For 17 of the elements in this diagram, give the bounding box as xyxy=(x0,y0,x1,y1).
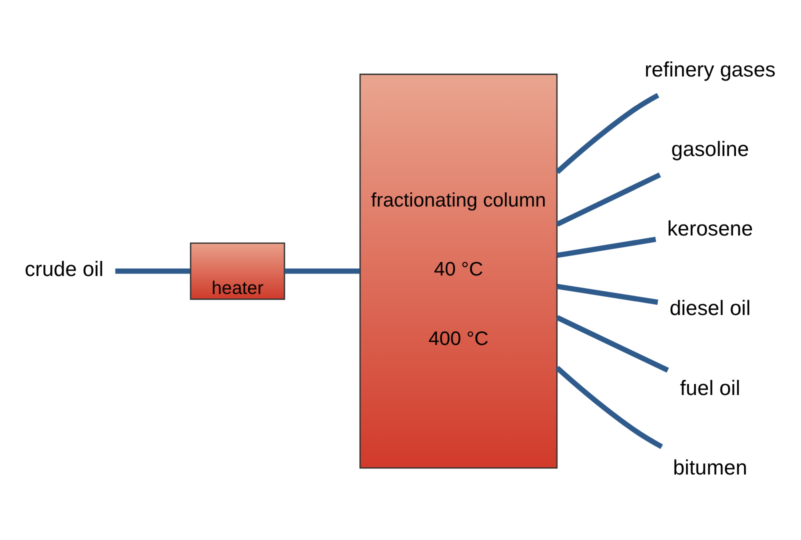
node-box: fractionating column 40 °C 400 °C xyxy=(359,73,558,468)
node-box: heater xyxy=(190,242,286,300)
connector xyxy=(115,268,190,274)
node-text: refinery gases xyxy=(644,58,776,82)
node-text: kerosene xyxy=(667,217,754,240)
connector xyxy=(556,314,669,372)
connector xyxy=(556,172,661,226)
connector xyxy=(555,92,660,174)
node-text: fuel oil xyxy=(680,376,740,400)
node-text: bitumen xyxy=(673,456,748,479)
connector xyxy=(556,283,658,304)
connector xyxy=(555,365,663,449)
connector xyxy=(556,236,656,258)
node-text: diesel oil xyxy=(670,296,751,320)
node-text: crude oil xyxy=(24,258,104,281)
connector xyxy=(284,268,360,274)
node-text: gasoline xyxy=(671,138,749,161)
